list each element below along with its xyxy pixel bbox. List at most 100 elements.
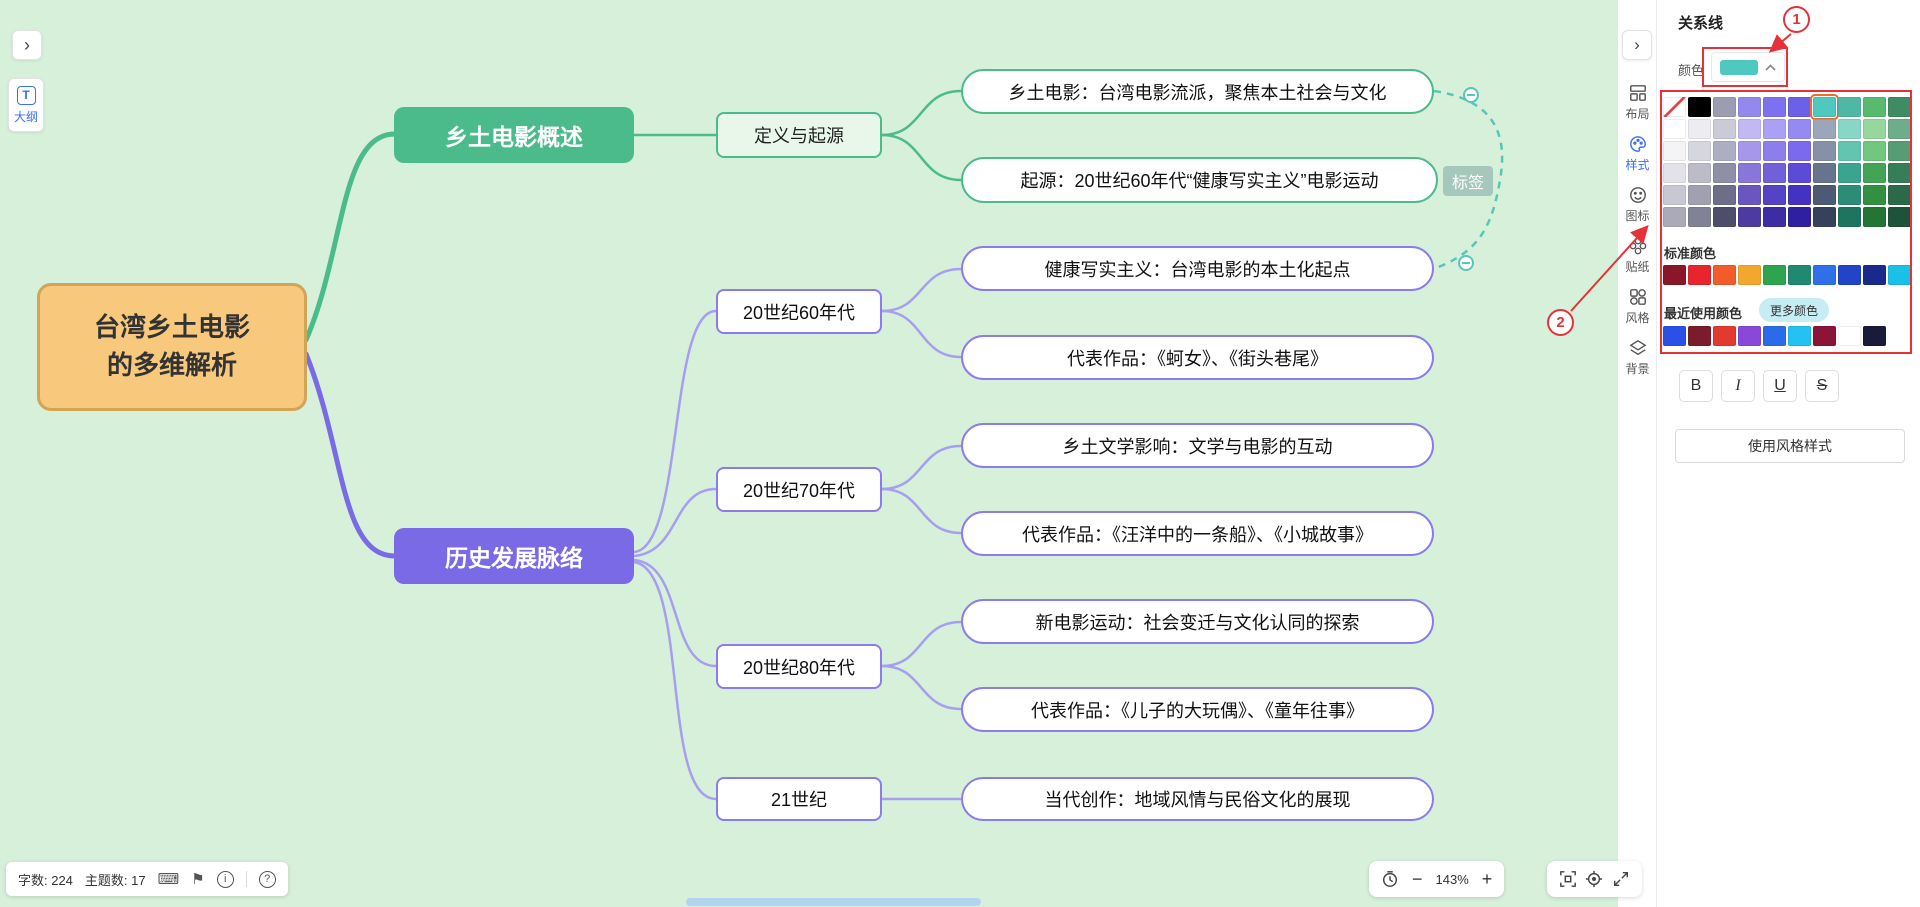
palette-color[interactable] xyxy=(1738,326,1761,346)
help-icon[interactable]: ? xyxy=(258,870,276,888)
palette-color[interactable] xyxy=(1688,207,1711,227)
palette-color[interactable] xyxy=(1813,163,1836,183)
palette-color[interactable] xyxy=(1688,97,1711,117)
palette-color[interactable] xyxy=(1663,119,1686,139)
tab-theme[interactable]: 风格 xyxy=(1618,288,1657,326)
palette-color[interactable] xyxy=(1738,265,1761,285)
palette-color[interactable] xyxy=(1688,163,1711,183)
palette-color[interactable] xyxy=(1763,119,1786,139)
flag-icon[interactable]: ⚑ xyxy=(191,871,205,888)
palette-color[interactable] xyxy=(1863,265,1886,285)
leaf-node[interactable]: 代表作品：《儿子的大玩偶》、《童年往事》 xyxy=(961,687,1434,732)
palette-color[interactable] xyxy=(1688,326,1711,346)
palette-color[interactable] xyxy=(1763,163,1786,183)
zoom-in-button[interactable]: + xyxy=(1481,869,1493,889)
leaf-node[interactable]: 代表作品：《蚵女》、《街头巷尾》 xyxy=(961,335,1434,380)
palette-color[interactable] xyxy=(1788,265,1811,285)
palette-color[interactable] xyxy=(1713,119,1736,139)
tab-icon[interactable]: 图标 xyxy=(1618,186,1657,224)
sub-node[interactable]: 20世纪60年代 xyxy=(716,289,882,334)
leaf-node[interactable]: 乡土电影：台湾电影流派，聚焦本土社会与文化 xyxy=(961,69,1434,114)
palette-color[interactable] xyxy=(1763,97,1786,117)
palette-color[interactable] xyxy=(1738,163,1761,183)
palette-color[interactable] xyxy=(1713,185,1736,205)
palette-color[interactable] xyxy=(1838,97,1861,117)
palette-color[interactable] xyxy=(1863,207,1886,227)
tab-layout[interactable]: 布局 xyxy=(1618,84,1657,122)
palette-color[interactable] xyxy=(1738,119,1761,139)
palette-color[interactable] xyxy=(1763,185,1786,205)
tab-style[interactable]: 样式 xyxy=(1618,135,1657,173)
leaf-node[interactable]: 当代创作：地域风情与民俗文化的展现 xyxy=(961,777,1434,821)
mindmap-canvas[interactable]: 台湾乡土电影 的多维解析 乡土电影概述 定义与起源 乡土电影：台湾电影流派，聚焦… xyxy=(0,0,1656,907)
palette-color[interactable] xyxy=(1863,97,1886,117)
palette-color[interactable] xyxy=(1713,265,1736,285)
palette-color[interactable] xyxy=(1863,141,1886,161)
bold-button[interactable]: B xyxy=(1679,370,1713,402)
palette-color[interactable] xyxy=(1788,326,1811,346)
palette-color[interactable] xyxy=(1663,185,1686,205)
branch-node[interactable]: 历史发展脉络 xyxy=(394,528,634,584)
palette-color[interactable] xyxy=(1713,163,1736,183)
tab-background[interactable]: 背景 xyxy=(1618,339,1657,377)
palette-color[interactable] xyxy=(1863,326,1886,346)
sub-node[interactable]: 定义与起源 xyxy=(716,112,882,158)
palette-color[interactable] xyxy=(1663,97,1686,117)
tab-sticker[interactable]: 贴纸 xyxy=(1618,237,1657,275)
palette-color[interactable] xyxy=(1838,119,1861,139)
relation-color-dropdown[interactable] xyxy=(1711,52,1785,82)
palette-color[interactable] xyxy=(1713,326,1736,346)
palette-color[interactable] xyxy=(1688,119,1711,139)
fit-screen-icon[interactable] xyxy=(1559,870,1577,888)
palette-color[interactable] xyxy=(1863,185,1886,205)
palette-color[interactable] xyxy=(1663,207,1686,227)
leaf-node[interactable]: 起源：20世纪60年代“健康写实主义”电影运动 xyxy=(961,157,1438,203)
more-colors-button[interactable]: 更多颜色 xyxy=(1759,298,1829,322)
palette-color[interactable] xyxy=(1713,207,1736,227)
palette-color[interactable] xyxy=(1838,163,1861,183)
palette-color[interactable] xyxy=(1838,265,1861,285)
horizontal-scrollbar[interactable] xyxy=(686,898,981,906)
info-icon[interactable]: i xyxy=(216,870,234,888)
palette-color[interactable] xyxy=(1838,185,1861,205)
palette-color[interactable] xyxy=(1838,141,1861,161)
palette-color[interactable] xyxy=(1810,94,1839,120)
relation-endpoint-icon[interactable] xyxy=(1458,255,1474,271)
palette-color[interactable] xyxy=(1888,265,1911,285)
underline-button[interactable]: U xyxy=(1763,370,1797,402)
sub-node[interactable]: 21世纪 xyxy=(716,777,882,821)
palette-color[interactable] xyxy=(1838,326,1861,346)
leaf-node[interactable]: 新电影运动：社会变迁与文化认同的探索 xyxy=(961,599,1434,644)
palette-color[interactable] xyxy=(1763,326,1786,346)
palette-color[interactable] xyxy=(1788,97,1811,117)
palette-color[interactable] xyxy=(1888,119,1911,139)
palette-color[interactable] xyxy=(1663,326,1686,346)
palette-color[interactable] xyxy=(1813,119,1836,139)
palette-color[interactable] xyxy=(1888,141,1911,161)
palette-color[interactable] xyxy=(1663,265,1686,285)
palette-color[interactable] xyxy=(1888,163,1911,183)
fullscreen-icon[interactable] xyxy=(1612,870,1630,888)
collapse-right-panel-button[interactable]: › xyxy=(1622,30,1652,60)
palette-color[interactable] xyxy=(1738,141,1761,161)
locate-center-icon[interactable] xyxy=(1585,870,1603,888)
root-node[interactable]: 台湾乡土电影 的多维解析 xyxy=(37,283,307,411)
palette-color[interactable] xyxy=(1788,163,1811,183)
palette-color[interactable] xyxy=(1813,185,1836,205)
palette-color[interactable] xyxy=(1888,97,1911,117)
shortcut-keyboard-icon[interactable]: ⌨ xyxy=(157,871,180,888)
palette-color[interactable] xyxy=(1688,265,1711,285)
palette-color[interactable] xyxy=(1813,207,1836,227)
palette-color[interactable] xyxy=(1888,185,1911,205)
palette-color[interactable] xyxy=(1863,163,1886,183)
palette-color[interactable] xyxy=(1663,141,1686,161)
italic-button[interactable]: I xyxy=(1721,370,1755,402)
palette-color[interactable] xyxy=(1763,207,1786,227)
palette-color[interactable] xyxy=(1788,119,1811,139)
palette-color[interactable] xyxy=(1738,207,1761,227)
palette-color[interactable] xyxy=(1863,119,1886,139)
leaf-node[interactable]: 代表作品：《汪洋中的一条船》、《小城故事》 xyxy=(961,511,1434,556)
relation-label[interactable]: 标签 xyxy=(1443,166,1493,196)
palette-color[interactable] xyxy=(1763,265,1786,285)
palette-color[interactable] xyxy=(1838,207,1861,227)
